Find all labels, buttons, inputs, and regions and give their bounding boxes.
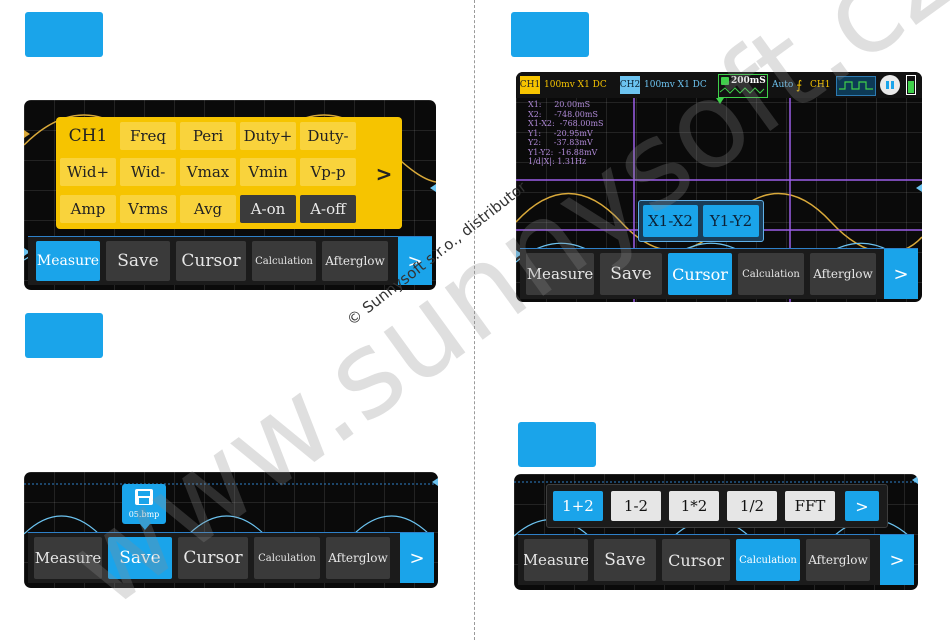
measure-wid-minus[interactable]: Wid- <box>120 158 176 186</box>
measure-peri[interactable]: Peri <box>180 122 236 150</box>
menu-save-button[interactable]: Save <box>108 537 172 579</box>
menu-calculation-button[interactable]: Calculation <box>252 241 316 281</box>
measure-avg[interactable]: Avg <box>180 195 236 223</box>
battery-icon <box>906 75 916 95</box>
calc-next-button[interactable]: > <box>845 491 879 521</box>
measure-duty-plus[interactable]: Duty+ <box>240 122 296 150</box>
oscilloscope-screen-measure: CH1 Freq Peri Duty+ Duty- Wid+ Wid- Vmax… <box>24 100 436 290</box>
menu-cursor-button[interactable]: Cursor <box>176 241 246 281</box>
calc-divide-button[interactable]: 1/2 <box>727 491 777 521</box>
menu-next-button[interactable]: > <box>400 533 434 583</box>
calc-fft-button[interactable]: FFT <box>785 491 835 521</box>
section-tag-4 <box>518 422 596 467</box>
cursor-x1-x2-button[interactable]: X1-X2 <box>643 205 698 237</box>
trigger-mode[interactable]: Auto <box>772 80 794 90</box>
main-menu-bar: Measure Save Cursor Calculation Afterglo… <box>520 248 918 299</box>
measure-a-off[interactable]: A-off <box>300 195 356 223</box>
measure-popup: CH1 Freq Peri Duty+ Duty- Wid+ Wid- Vmax… <box>56 117 402 229</box>
measure-a-on[interactable]: A-on <box>240 195 296 223</box>
oscilloscope-screen-cursor: CH1 100mv X1 DC CH2 100mv X1 DC 200mS Au… <box>516 72 922 302</box>
trigger-edge-icon: ⨍ <box>796 78 803 92</box>
menu-next-button[interactable]: > <box>880 535 914 585</box>
save-file-name: 05.bmp <box>128 510 160 519</box>
menu-calculation-button[interactable]: Calculation <box>254 537 320 579</box>
menu-save-button[interactable]: Save <box>106 241 170 281</box>
page-divider <box>474 0 475 640</box>
calc-subtract-button[interactable]: 1-2 <box>611 491 661 521</box>
menu-next-button[interactable]: > <box>884 249 918 299</box>
menu-measure-button[interactable]: Measure <box>34 537 102 579</box>
waveform-thumb-icon <box>836 76 876 96</box>
measure-wid-plus[interactable]: Wid+ <box>60 158 116 186</box>
oscilloscope-screen-save: 05.bmp Measure Save Cursor Calculation A… <box>24 472 438 588</box>
measure-next-page-button[interactable]: > <box>366 118 402 229</box>
calculation-popup: 1+2 1-2 1*2 1/2 FFT > <box>546 484 888 528</box>
menu-cursor-button[interactable]: Cursor <box>662 539 730 581</box>
timebase-box[interactable]: 200mS <box>718 74 768 98</box>
menu-calculation-button[interactable]: Calculation <box>736 539 800 581</box>
section-tag-3 <box>25 313 103 358</box>
calc-add-button[interactable]: 1+2 <box>553 491 603 521</box>
section-tag-2 <box>511 12 589 57</box>
badge-pointer <box>140 524 150 530</box>
main-menu-bar: Measure Save Cursor Calculation Afterglo… <box>28 236 432 285</box>
measure-duty-minus[interactable]: Duty- <box>300 122 356 150</box>
measure-source-ch1[interactable]: CH1 <box>60 122 116 150</box>
measure-vpp[interactable]: Vp-p <box>300 158 356 186</box>
trigger-source[interactable]: CH1 <box>810 80 831 90</box>
main-menu-bar: Measure Save Cursor Calculation Afterglo… <box>28 532 434 583</box>
ch2-settings[interactable]: 100mv X1 DC <box>644 80 707 90</box>
menu-calculation-button[interactable]: Calculation <box>738 253 804 295</box>
menu-cursor-button[interactable]: Cursor <box>178 537 248 579</box>
cursor-y1-y2-button[interactable]: Y1-Y2 <box>703 205 759 237</box>
ch1-settings[interactable]: 100mv X1 DC <box>544 80 607 90</box>
menu-measure-button[interactable]: Measure <box>524 539 588 581</box>
menu-afterglow-button[interactable]: Afterglow <box>806 539 870 581</box>
timebase-value: 200mS <box>731 75 766 86</box>
timebase-wave-icon <box>719 87 765 94</box>
cursor-popup: X1-X2 Y1-Y2 <box>638 200 764 242</box>
section-tag-1 <box>25 12 103 57</box>
pause-icon[interactable] <box>880 75 900 95</box>
calc-multiply-button[interactable]: 1*2 <box>669 491 719 521</box>
ch2-label[interactable]: CH2 <box>620 76 640 94</box>
measure-vrms[interactable]: Vrms <box>120 195 176 223</box>
measure-freq[interactable]: Freq <box>120 122 176 150</box>
ch1-label[interactable]: CH1 <box>520 76 540 94</box>
save-file-badge[interactable]: 05.bmp <box>122 484 166 530</box>
menu-afterglow-button[interactable]: Afterglow <box>326 537 390 579</box>
cursor-readout: X1: 20.00mS X2: -748.00mS X1-X2: -768.00… <box>528 100 604 166</box>
time-icon <box>721 76 729 85</box>
menu-next-button[interactable]: > <box>398 237 432 285</box>
measure-amp[interactable]: Amp <box>60 195 116 223</box>
menu-measure-button[interactable]: Measure <box>526 253 594 295</box>
measure-vmin[interactable]: Vmin <box>240 158 296 186</box>
main-menu-bar: Measure Save Cursor Calculation Afterglo… <box>518 534 914 585</box>
measure-vmax[interactable]: Vmax <box>180 158 236 186</box>
menu-save-button[interactable]: Save <box>600 253 662 295</box>
menu-afterglow-button[interactable]: Afterglow <box>322 241 388 281</box>
oscilloscope-screen-calculation: 1+2 1-2 1*2 1/2 FFT > Measure Save Curso… <box>514 474 918 590</box>
status-bar: CH1 100mv X1 DC CH2 100mv X1 DC 200mS Au… <box>516 72 922 98</box>
menu-afterglow-button[interactable]: Afterglow <box>810 253 876 295</box>
ch2-waveform <box>24 478 438 535</box>
menu-cursor-button[interactable]: Cursor <box>668 253 732 295</box>
menu-measure-button[interactable]: Measure <box>36 241 100 281</box>
menu-save-button[interactable]: Save <box>594 539 656 581</box>
save-icon <box>135 489 153 505</box>
